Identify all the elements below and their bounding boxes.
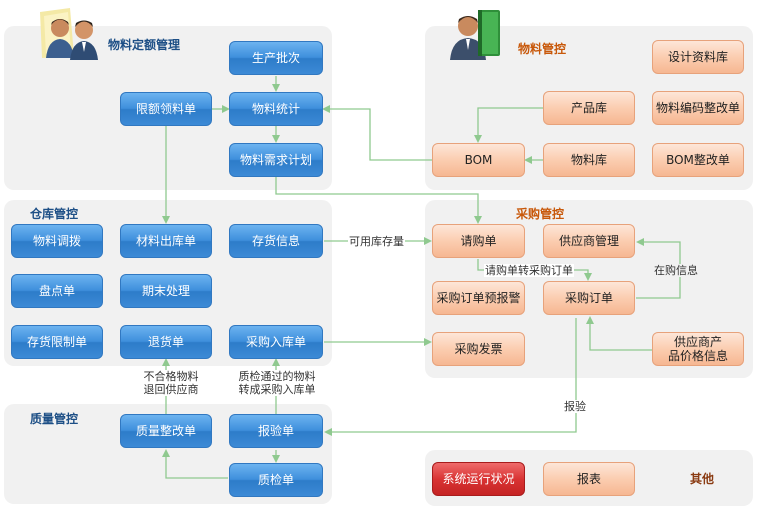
material-in-out-box[interactable]: 材料出库单 [120, 224, 212, 258]
quality-check-box[interactable]: 质检单 [229, 463, 323, 497]
bom-rectify-box[interactable]: BOM整改单 [652, 143, 744, 177]
purchase-request-box[interactable]: 请购单 [432, 224, 525, 258]
user-with-book-icon [450, 10, 500, 60]
section-title-warehouse: 仓库管控 [30, 207, 79, 221]
material-library-box[interactable]: 物料库 [543, 143, 635, 177]
material-code-rectify-box[interactable]: 物料编码整改单 [652, 91, 744, 125]
return-order-box[interactable]: 退货单 [120, 325, 212, 359]
supplier-mgmt-box[interactable]: 供应商管理 [543, 224, 635, 258]
section-title-purchase: 采购管控 [516, 207, 565, 221]
purchase-order-box[interactable]: 采购订单 [543, 281, 635, 315]
material-stats-box[interactable]: 物料统计 [229, 92, 323, 126]
inspection-report-box[interactable]: 报验单 [229, 414, 323, 448]
label-reject-line2: 退回供应商 [143, 383, 199, 396]
section-title-other: 其他 [690, 472, 715, 486]
label-available-stock: 可用库存量 [348, 235, 405, 248]
section-title-material-quota: 物料定额管理 [108, 38, 181, 52]
inventory-info-box[interactable]: 存货信息 [229, 224, 323, 258]
users-icon [40, 8, 98, 60]
period-end-box[interactable]: 期末处理 [120, 274, 212, 308]
material-requirement-plan-box[interactable]: 物料需求计划 [229, 143, 323, 177]
stock-count-box[interactable]: 盘点单 [11, 274, 103, 308]
label-passed-to-inbound: 质检通过的物料 转成采购入库单 [231, 370, 323, 396]
bom-box[interactable]: BOM [432, 143, 525, 177]
supplier-price-box[interactable]: 供应商产 品价格信息 [652, 332, 744, 366]
label-in-purchase-info: 在购信息 [653, 264, 699, 277]
product-library-box[interactable]: 产品库 [543, 91, 635, 125]
supplier-price-line2: 品价格信息 [667, 349, 728, 363]
po-warning-box[interactable]: 采购订单预报警 [432, 281, 525, 315]
label-passed-line2: 转成采购入库单 [238, 383, 316, 396]
material-transfer-box[interactable]: 物料调拨 [11, 224, 103, 258]
supplier-price-line1: 供应商产 [673, 335, 722, 349]
quality-rectify-box[interactable]: 质量整改单 [120, 414, 212, 448]
purchase-invoice-box[interactable]: 采购发票 [432, 332, 525, 366]
section-title-quality: 质量管控 [30, 412, 79, 426]
label-inspection: 报验 [563, 400, 587, 413]
purchase-inbound-box[interactable]: 采购入库单 [229, 325, 323, 359]
design-library-box[interactable]: 设计资料库 [652, 40, 744, 74]
production-batch-box[interactable]: 生产批次 [229, 41, 323, 75]
inventory-limit-box[interactable]: 存货限制单 [11, 325, 103, 359]
label-reject-to-supplier: 不合格物料 退回供应商 [138, 370, 204, 396]
reports-box[interactable]: 报表 [543, 462, 635, 496]
label-request-to-order: 请购单转采购订单 [484, 264, 574, 277]
limit-picking-box[interactable]: 限额领料单 [120, 92, 212, 126]
label-reject-line1: 不合格物料 [143, 370, 199, 383]
system-status-box[interactable]: 系统运行状况 [432, 462, 525, 496]
section-title-material-control: 物料管控 [518, 42, 567, 56]
label-passed-line1: 质检通过的物料 [238, 370, 316, 383]
